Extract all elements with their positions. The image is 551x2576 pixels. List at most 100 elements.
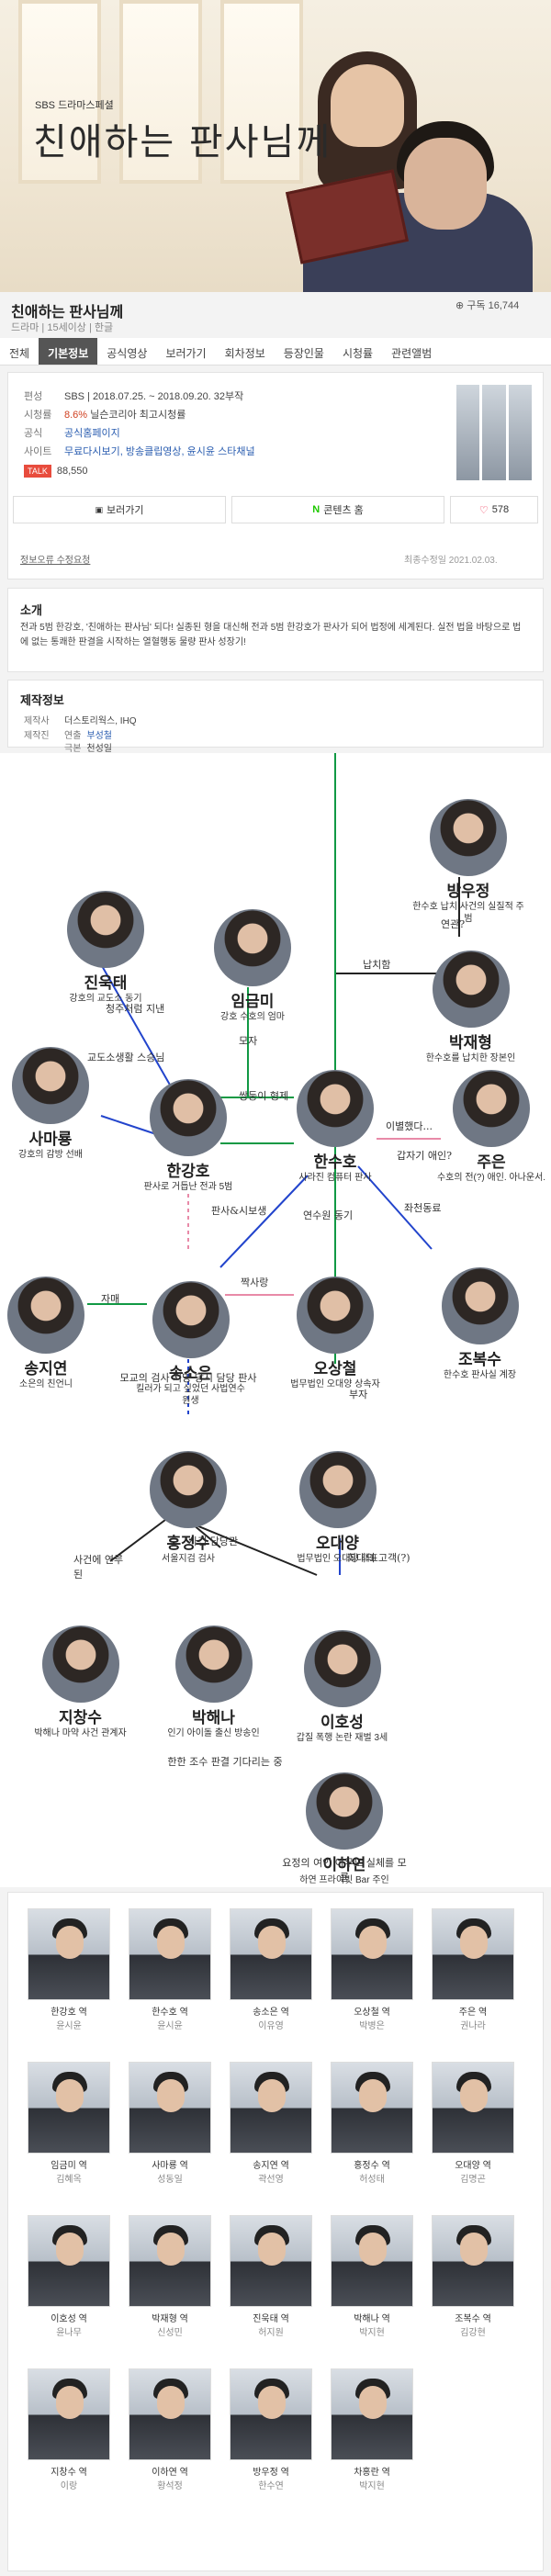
site-links[interactable]: 무료다시보기, 방송클립영상, 윤시윤 스타채널 xyxy=(64,446,255,457)
cast-actor[interactable]: 김혜옥 xyxy=(56,2175,82,2185)
character-node[interactable]: 홍정수 서울지검 검사 xyxy=(133,1451,243,1565)
character-avatar xyxy=(41,1625,119,1703)
cast-actor[interactable]: 박지현 xyxy=(359,2328,385,2338)
relation-label: 모자 xyxy=(239,1035,258,1047)
watch-button[interactable]: ▣보러가기 xyxy=(13,496,226,523)
cast-role: 송소은 역 xyxy=(253,2008,289,2018)
official-link[interactable]: 공식홈페이지 xyxy=(64,428,120,439)
cast-role: 한강호 역 xyxy=(51,2008,87,2018)
cast-photo-face xyxy=(359,1926,387,1959)
character-node[interactable]: 주은 수호의 전(?) 애인. 아나운서. xyxy=(436,1070,546,1184)
cast-actor[interactable]: 신성민 xyxy=(157,2328,183,2338)
character-node[interactable]: 이호성 갑질 폭행 논란 재벌 3세 xyxy=(285,1630,399,1744)
character-node[interactable]: 한강호 판사로 거듭난 전과 5범 xyxy=(133,1079,243,1193)
cast-actor[interactable]: 한수연 xyxy=(258,2481,284,2492)
character-node[interactable]: 조복수 한수호 판사실 계장 xyxy=(422,1267,537,1381)
tab-basic-info[interactable]: 기본정보 xyxy=(39,338,98,365)
character-node[interactable]: 박재형 한수호를 납치한 장본인 xyxy=(413,951,528,1064)
cast-role: 조복수 역 xyxy=(455,2314,491,2324)
tab-albums[interactable]: 관련앨범 xyxy=(391,347,433,360)
tab-ratings[interactable]: 시청률 xyxy=(342,347,374,360)
character-node[interactable]: 오대양 법무법인 오대양 대표 xyxy=(280,1451,395,1565)
relation-label: 쌍둥이 형제 xyxy=(239,1090,289,1102)
like-count: 578 xyxy=(491,504,510,515)
poster-thumbnails[interactable] xyxy=(456,385,532,480)
cast-actor[interactable]: 황석정 xyxy=(157,2481,183,2492)
poster-figure xyxy=(404,138,487,230)
tab-official-video[interactable]: 공식영상 xyxy=(107,347,148,360)
talk-count: 88,550 xyxy=(56,466,88,477)
cast-actor[interactable]: 박지현 xyxy=(359,2481,385,2492)
character-name: 방우정 xyxy=(446,883,490,901)
cast-actor[interactable]: 김명곤 xyxy=(460,2175,486,2185)
character-node[interactable]: 사마룡 강호의 감방 선배 xyxy=(0,1047,101,1161)
cast-actor[interactable]: 성동일 xyxy=(157,2175,183,2185)
character-node[interactable]: 진욱태 강호의 교도소 동기 xyxy=(46,891,165,1005)
cast-actor[interactable]: 권나라 xyxy=(460,2021,486,2031)
report-error-link[interactable]: 정보오류 수정요청 xyxy=(20,556,91,566)
poster-thumbnail[interactable] xyxy=(456,385,480,480)
relation-label: 판사&시보생 xyxy=(211,1205,267,1217)
character-node[interactable]: 송소은 킬러가 되고 싶었던 사법연수원생 xyxy=(133,1281,248,1407)
info-key: 연출 xyxy=(64,731,82,741)
cast-actor[interactable]: 곽선영 xyxy=(258,2175,284,2185)
relation-label: 사건 담당관 xyxy=(188,1535,239,1547)
character-node[interactable]: 임금미 강호 수호의 엄마 xyxy=(193,909,312,1023)
cast-actor[interactable]: 허성태 xyxy=(359,2175,385,2185)
relation-line xyxy=(219,1175,309,1268)
cast-actor[interactable]: 이유영 xyxy=(258,2021,284,2031)
cast-actor[interactable]: 이랑 xyxy=(60,2481,78,2492)
character-name: 한강호 xyxy=(166,1163,210,1181)
character-node[interactable]: 오상철 법무법인 오대양 상속자 xyxy=(280,1277,390,1390)
cast-actor[interactable]: 윤시윤 xyxy=(157,2021,183,2031)
cast-actor[interactable]: 허지원 xyxy=(258,2328,284,2338)
character-avatar xyxy=(67,891,144,968)
character-node[interactable]: 이하연 하연 프라이빗 Bar 주인 xyxy=(280,1772,409,1886)
character-node[interactable]: 지창수 박해나 마약 사건 관계자 xyxy=(28,1625,133,1739)
director-link[interactable]: 부성철 xyxy=(86,731,113,741)
cast-actor[interactable]: 김강현 xyxy=(460,2328,486,2338)
cast-actor[interactable]: 윤시윤 xyxy=(56,2021,82,2031)
character-node[interactable]: 송지연 소은의 친언니 xyxy=(0,1277,92,1390)
tab-episodes[interactable]: 회차정보 xyxy=(224,347,265,360)
character-node[interactable]: 박해나 인기 아이돌 출신 방송인 xyxy=(156,1625,271,1739)
character-node[interactable]: 방우정 한수호 납치 사건의 실질적 주범 xyxy=(409,799,528,925)
tab-characters[interactable]: 등장인물 xyxy=(283,347,324,360)
like-button[interactable]: ♡578 xyxy=(450,496,538,523)
character-name: 오상철 xyxy=(313,1360,357,1378)
cast-role: 지창수 역 xyxy=(51,2468,87,2478)
character-node[interactable]: 한수호 사라진 컴퓨터 판사 xyxy=(280,1070,390,1184)
info-panel xyxy=(7,372,544,579)
cast-actor[interactable]: 윤나무 xyxy=(56,2328,82,2338)
poster-thumbnail[interactable] xyxy=(482,385,506,480)
tab-watch[interactable]: 보러가기 xyxy=(165,347,207,360)
cast-actor[interactable]: 박병은 xyxy=(359,2021,385,2031)
relation-line xyxy=(100,1115,157,1135)
subscribe-button[interactable]: ⊕ 구독 16,744 xyxy=(455,298,519,312)
poster-thumbnail[interactable] xyxy=(508,385,532,480)
character-desc: 법무법인 오대양 상속자 xyxy=(290,1379,380,1389)
character-name: 조복수 xyxy=(458,1351,501,1369)
tab-all[interactable]: 전체 xyxy=(9,347,30,360)
